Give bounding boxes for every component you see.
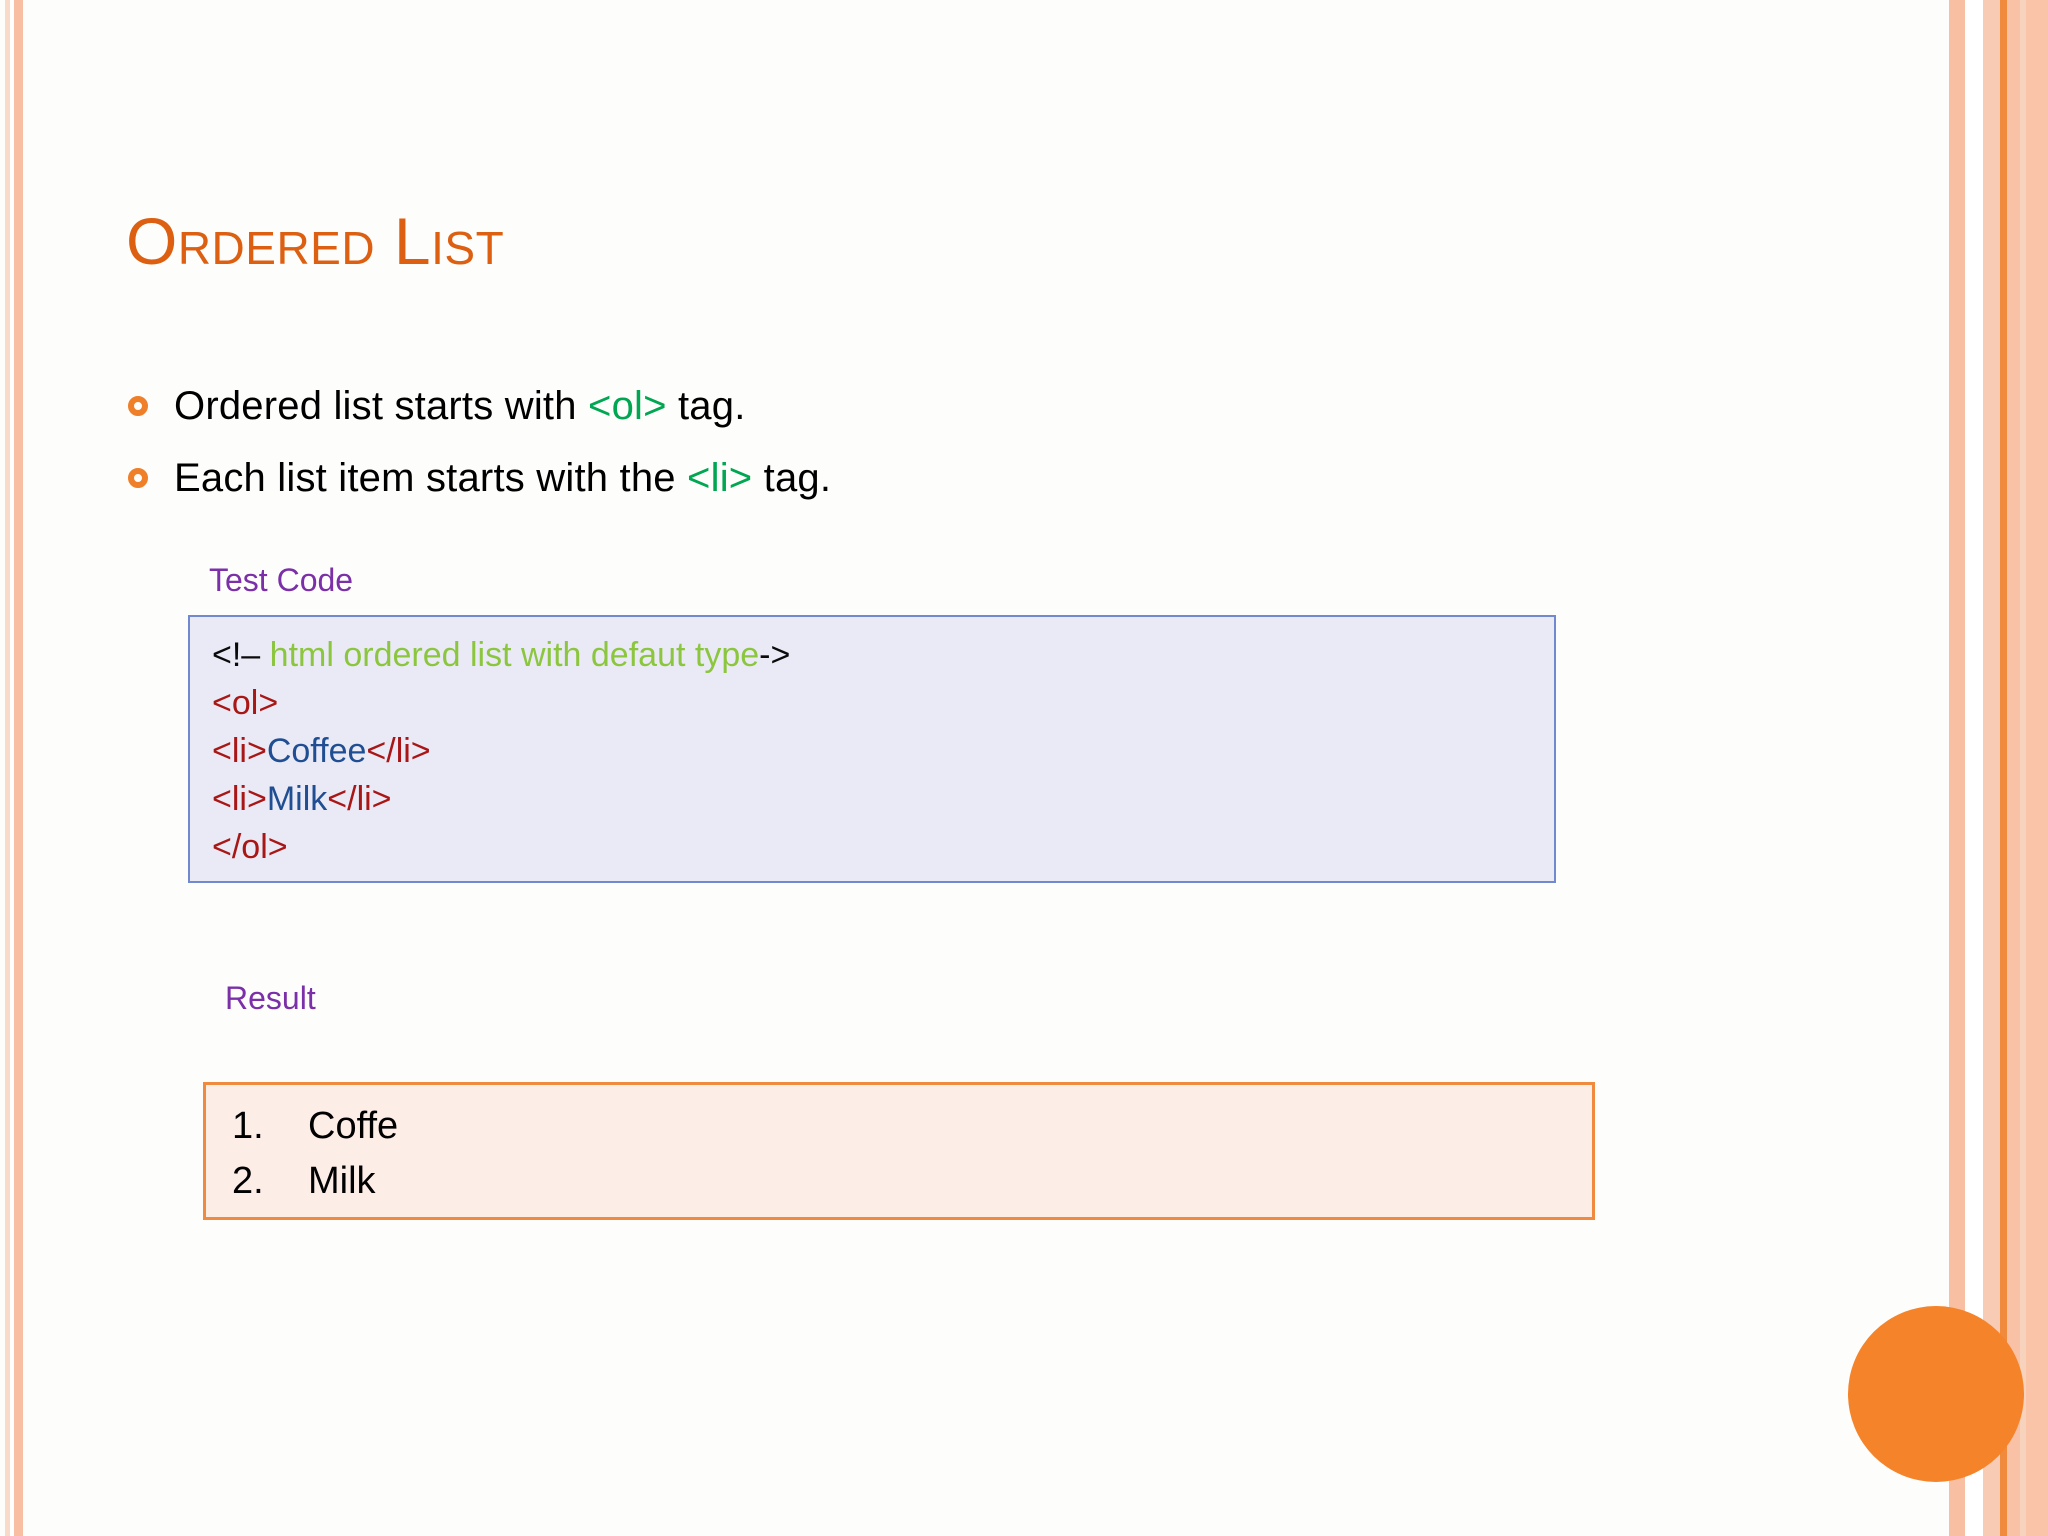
code-segment: </li> xyxy=(366,732,431,770)
code-segment: <ol> xyxy=(212,684,279,722)
decorative-stripe-2 xyxy=(1983,0,2000,1536)
code-segment: <li> xyxy=(212,780,267,818)
code-line: </ol> xyxy=(212,823,1554,871)
decorative-stripe-4 xyxy=(2007,0,2020,1536)
result-label: Result xyxy=(225,980,316,1016)
bullet-text: Each list item starts with the <li> tag. xyxy=(174,456,831,501)
bullet-text-segment: tag. xyxy=(752,455,832,500)
decorative-stripe-6 xyxy=(2026,0,2048,1536)
ring-bullet-glyph xyxy=(128,468,148,488)
test-code-label: Test Code xyxy=(209,562,354,598)
right-decorative-stripes xyxy=(1928,0,2048,1536)
ring-bullet-glyph xyxy=(128,396,148,416)
bullet-text-segment: tag. xyxy=(666,383,746,428)
code-segment: </ol> xyxy=(212,828,288,866)
left-decorative-stripes xyxy=(0,0,40,1536)
bullet-list: Ordered list starts with <ol> tag.Each l… xyxy=(122,370,1622,514)
orange-circle-decoration xyxy=(1848,1306,2024,1482)
code-segment: html ordered list with defaut type xyxy=(269,636,760,674)
ring-bullet-icon xyxy=(122,396,174,416)
bullet-text-segment: <li> xyxy=(687,455,753,500)
code-segment: -> xyxy=(759,636,791,674)
bullet-text-segment: Ordered list starts with xyxy=(174,383,589,428)
decorative-stripe-0 xyxy=(1949,0,1965,1536)
code-line: <!– html ordered list with defaut type-> xyxy=(212,631,1554,679)
result-ordered-list: 1. Coffe 2. Milk xyxy=(206,1085,1592,1209)
decorative-stripe-1 xyxy=(10,0,14,1536)
code-segment: Coffee xyxy=(266,732,367,770)
code-segment: <!– xyxy=(212,636,270,674)
bullet-item: Ordered list starts with <ol> tag. xyxy=(122,370,1622,442)
result-block: 1. Coffe 2. Milk xyxy=(203,1082,1595,1220)
bullet-text-segment: <ol> xyxy=(588,383,667,428)
code-line: <li>Milk</li> xyxy=(212,775,1554,823)
decorative-stripe-5 xyxy=(2020,0,2026,1536)
bullet-text-segment: Each list item starts with the xyxy=(174,455,688,500)
code-line: <li>Coffee</li> xyxy=(212,727,1554,775)
code-segment: <li> xyxy=(212,732,267,770)
code-lines: <!– html ordered list with defaut type->… xyxy=(190,617,1554,871)
decorative-stripe-2 xyxy=(14,0,23,1536)
ring-bullet-icon xyxy=(122,468,174,488)
bullet-text: Ordered list starts with <ol> tag. xyxy=(174,384,746,429)
code-line: <ol> xyxy=(212,679,1554,727)
decorative-stripe-1 xyxy=(1965,0,1983,1536)
result-item-number: 2. xyxy=(232,1160,264,1202)
code-segment: </li> xyxy=(327,780,392,818)
result-list-item: 1. Coffe xyxy=(206,1099,1592,1154)
result-item-number: 1. xyxy=(232,1105,264,1147)
decorative-stripe-0 xyxy=(5,0,10,1536)
code-segment: Milk xyxy=(266,780,328,818)
bullet-item: Each list item starts with the <li> tag. xyxy=(122,442,1622,514)
decorative-stripe-3 xyxy=(2000,0,2007,1536)
result-item-text: Coffe xyxy=(308,1105,399,1147)
result-list-item: 2. Milk xyxy=(206,1154,1592,1209)
result-item-text: Milk xyxy=(308,1160,376,1202)
code-block: <!– html ordered list with defaut type->… xyxy=(188,615,1556,883)
page-title: Ordered List xyxy=(126,204,505,278)
